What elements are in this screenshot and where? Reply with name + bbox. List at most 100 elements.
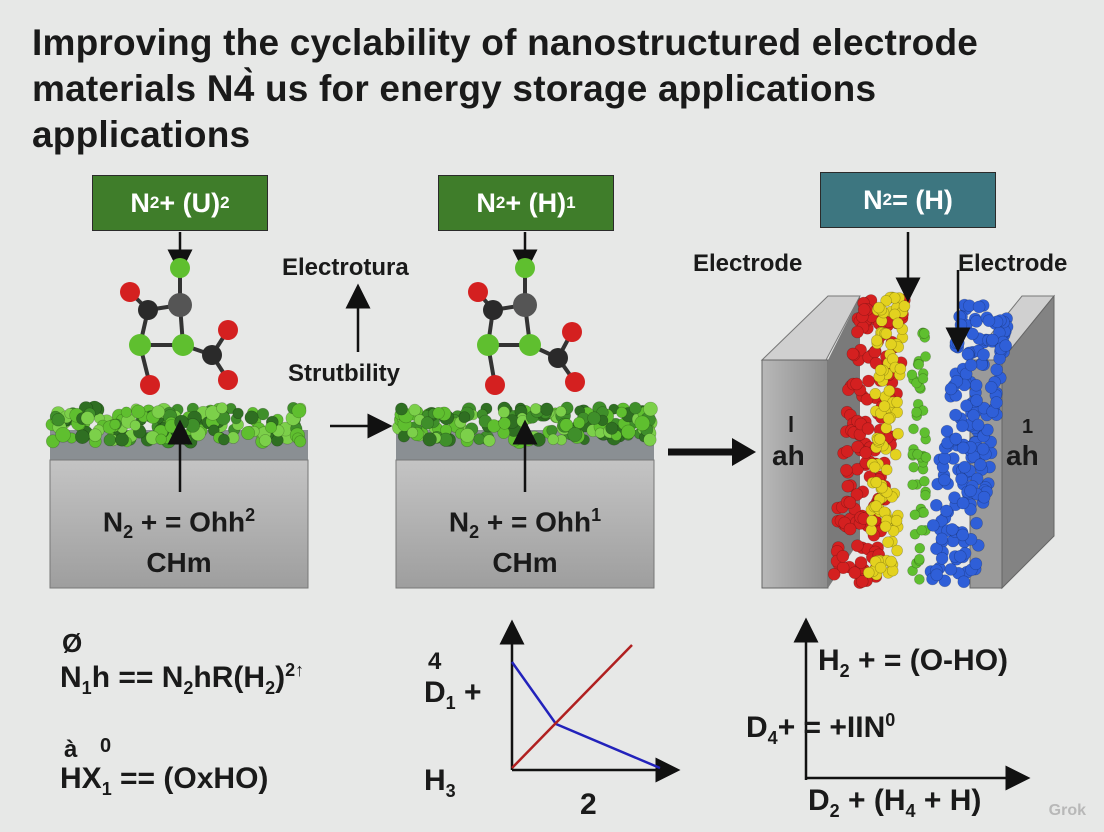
nanoparticle <box>51 413 65 427</box>
yellow-particle <box>882 412 895 425</box>
molecule-2 <box>468 232 585 395</box>
nanoparticle <box>587 411 601 426</box>
nanoparticle <box>530 403 542 415</box>
blue-particle <box>999 339 1013 353</box>
rg-eq1-a: H <box>818 644 840 677</box>
nanoparticle <box>129 419 141 431</box>
a-grave-symbol: à <box>64 736 78 763</box>
blue-particle <box>945 523 959 536</box>
green-particle <box>919 328 930 339</box>
blue-particle <box>953 549 967 563</box>
l-eq1-b-sub: 2 <box>183 678 194 698</box>
blue-particle <box>940 504 953 518</box>
green-particle <box>911 406 922 418</box>
electrode-right-label: Electrode <box>958 250 1068 277</box>
red-particle <box>841 479 855 493</box>
box1-rest: + (U) <box>159 187 221 218</box>
nanoparticle <box>120 406 132 418</box>
green-particle <box>907 479 918 491</box>
ah-left-label: ah <box>772 440 805 471</box>
rg-eq3-end: + H) <box>915 784 982 817</box>
green-particle <box>917 373 929 384</box>
s2-main: N <box>448 506 470 538</box>
electrotura-label: Electrotura <box>282 254 409 281</box>
yellow-particle <box>889 448 902 461</box>
yellow-particle <box>880 463 893 476</box>
yellow-particle <box>869 387 882 400</box>
blue-particle <box>982 314 996 328</box>
green-particle <box>920 351 931 362</box>
yellow-particle <box>890 514 903 527</box>
nanoparticle <box>497 406 510 419</box>
blue-particle <box>938 473 951 487</box>
red-particle <box>860 393 874 406</box>
nanoparticle <box>395 402 408 416</box>
nanoparticle <box>408 403 421 417</box>
blue-particle <box>969 557 983 571</box>
blue-particle <box>955 472 968 486</box>
blue-particle <box>944 382 958 396</box>
l-eq1-c-sub: 2 <box>265 678 276 698</box>
blue-particle <box>964 484 977 498</box>
box1-sub: 2 <box>149 193 160 212</box>
nanoparticle <box>259 434 272 447</box>
nanoparticle <box>88 428 102 442</box>
l-eq1-sup: 2↑ <box>285 660 305 680</box>
nanoparticle <box>567 427 583 443</box>
ah-right-label: ah <box>1006 440 1039 471</box>
nanoparticle <box>294 435 307 448</box>
green-particle <box>916 524 928 536</box>
rg-eq3-a: D <box>808 784 830 817</box>
battery-cell <box>760 232 1056 590</box>
red-particle <box>840 444 854 458</box>
blue-particle <box>970 394 983 407</box>
l-eq2-b: == (OxHO) <box>111 762 269 795</box>
rg-eq1-sub: 2 <box>839 661 850 681</box>
nanoparticle <box>422 432 437 447</box>
green-particle <box>913 359 925 370</box>
yellow-particle <box>885 555 897 568</box>
substrate-2-text: N2 + = Ohh1 CHm <box>396 505 654 579</box>
red-particle <box>862 374 875 388</box>
nanoparticle <box>241 425 256 440</box>
blue-particle <box>986 333 999 347</box>
yellow-particle <box>892 317 904 330</box>
blue-particle <box>984 380 998 394</box>
yellow-particle <box>891 396 903 408</box>
yellow-particle <box>878 400 891 413</box>
left-equation-1: N1h == N2hR(H2)2↑ <box>60 660 304 699</box>
center-graph-d-label: D1 + <box>424 676 482 714</box>
green-particle <box>914 553 925 565</box>
box3-sub: 2 <box>882 190 893 209</box>
red-particle <box>843 522 857 536</box>
l-eq2-sub: 1 <box>101 779 112 799</box>
s1-main: N <box>102 506 124 538</box>
nanoparticle <box>628 401 642 415</box>
red-particle <box>850 377 863 391</box>
nanoparticle <box>55 426 71 443</box>
blue-particle <box>935 532 949 546</box>
rg-eq1-rest: + = (O-HO) <box>849 644 1009 677</box>
page-title: Improving the cyclability of nanostructu… <box>32 20 1052 158</box>
nanoparticle <box>547 433 559 446</box>
green-particle <box>908 461 920 473</box>
nanoparticle <box>232 407 244 420</box>
box3-rest: = (H) <box>892 184 953 215</box>
red-particle <box>836 549 850 563</box>
nanoparticle <box>460 428 475 443</box>
blue-particle <box>970 516 983 530</box>
ah-right-mark: 1 <box>1022 416 1034 438</box>
green-particle <box>920 451 932 463</box>
blue-particle <box>948 491 961 504</box>
strutbility-label: Strutbility <box>288 360 400 387</box>
blue-particle <box>972 300 986 314</box>
cg-d-sub: 1 <box>445 693 456 713</box>
blue-particle <box>964 358 978 372</box>
green-particle <box>914 574 925 585</box>
yellow-particle <box>885 338 897 351</box>
cg-d: D <box>424 676 446 709</box>
nanoparticle <box>531 432 546 447</box>
title-line-1: Improving the cyclability of nanostructu… <box>32 22 979 63</box>
